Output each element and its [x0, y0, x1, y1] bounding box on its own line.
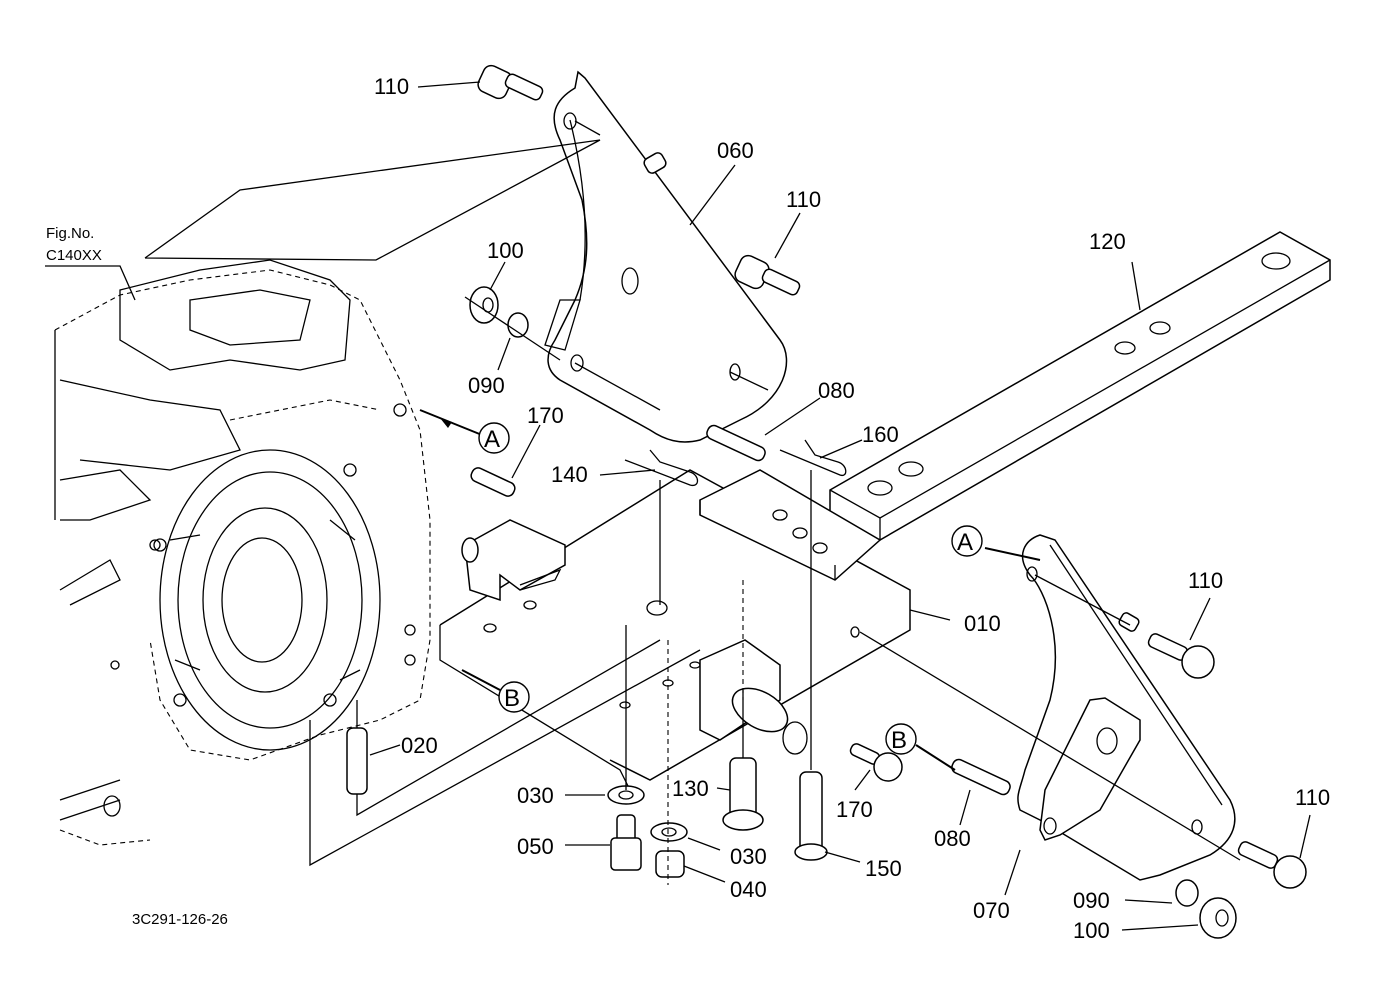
bolt-050	[610, 814, 642, 871]
callout-070: 070	[973, 898, 1010, 923]
lockwasher-090-b	[1175, 879, 1199, 907]
callout-140: 140	[551, 462, 588, 487]
drawing-number: 3C291-126-26	[132, 911, 228, 928]
bolt-110-c	[1147, 633, 1215, 679]
bolt-110-d	[1237, 841, 1307, 889]
callout-150: 150	[865, 856, 902, 881]
bolt-170-a	[470, 467, 516, 497]
spacer-100-b	[1199, 897, 1237, 939]
marker-b-left	[498, 681, 530, 713]
drawbar-120	[829, 231, 1331, 541]
callout-010: 010	[964, 611, 1001, 636]
callout-110: 110	[374, 74, 409, 99]
callout-110: 110	[1295, 785, 1330, 810]
marker-a-right-label: A	[957, 529, 973, 556]
callout-020: 020	[401, 733, 438, 758]
transmission-housing	[54, 259, 431, 846]
bracket-060	[544, 70, 788, 443]
callout-100: 100	[487, 238, 524, 263]
callout-170: 170	[527, 403, 564, 428]
callout-100: 100	[1073, 918, 1110, 943]
marker-a-left-label: A	[484, 426, 500, 453]
arrow-a-right	[984, 547, 1041, 561]
marker-b-right	[885, 723, 917, 755]
callout-labels: 110 060 110 100 090 120 080 170 160 140 …	[374, 74, 1330, 943]
bolt-110-a	[477, 64, 544, 101]
callout-050: 050	[517, 834, 554, 859]
callout-170: 170	[836, 797, 873, 822]
bolt-110-b	[734, 254, 801, 296]
callout-110: 110	[1188, 568, 1223, 593]
stud-080-a	[706, 424, 766, 462]
spacer-100-a	[469, 286, 499, 324]
callout-080: 080	[934, 826, 971, 851]
callout-130: 130	[672, 776, 709, 801]
pin-150	[794, 771, 828, 861]
callout-030: 030	[517, 783, 554, 808]
leader-frame	[144, 139, 601, 261]
marker-a-right	[951, 525, 983, 557]
callout-090: 090	[468, 373, 505, 398]
fasteners	[346, 64, 1307, 939]
callout-080: 080	[818, 378, 855, 403]
leader-lines	[309, 81, 1311, 931]
bracket-070	[1017, 534, 1236, 881]
nut-040	[655, 850, 685, 878]
figure-reference: Fig.No. C140XX	[45, 225, 136, 301]
stud-080-b	[951, 758, 1011, 796]
callout-160: 160	[862, 422, 899, 447]
arrow-b-right	[915, 744, 956, 771]
arrow-b-left	[461, 669, 501, 691]
callout-090: 090	[1073, 888, 1110, 913]
callout-030: 030	[730, 844, 767, 869]
lockwasher-090-a	[507, 312, 529, 338]
hitch-body-010	[439, 469, 911, 791]
marker-a-left	[478, 422, 510, 454]
figure-ref-title: Fig.No.	[46, 225, 94, 242]
clip-140	[624, 449, 699, 487]
marker-b-right-label: B	[891, 727, 907, 754]
clip-160	[779, 439, 847, 477]
callout-040: 040	[730, 877, 767, 902]
reference-markers: A A B B	[419, 409, 1041, 771]
bolt-170-b	[849, 743, 903, 782]
pin-130	[722, 757, 764, 831]
callout-110: 110	[786, 187, 821, 212]
marker-b-left-label: B	[504, 685, 520, 712]
figure-ref-code: C140XX	[46, 247, 102, 264]
callout-060: 060	[717, 138, 754, 163]
washer-030-b	[650, 822, 688, 842]
stud-020	[346, 727, 368, 795]
callout-120: 120	[1089, 229, 1126, 254]
